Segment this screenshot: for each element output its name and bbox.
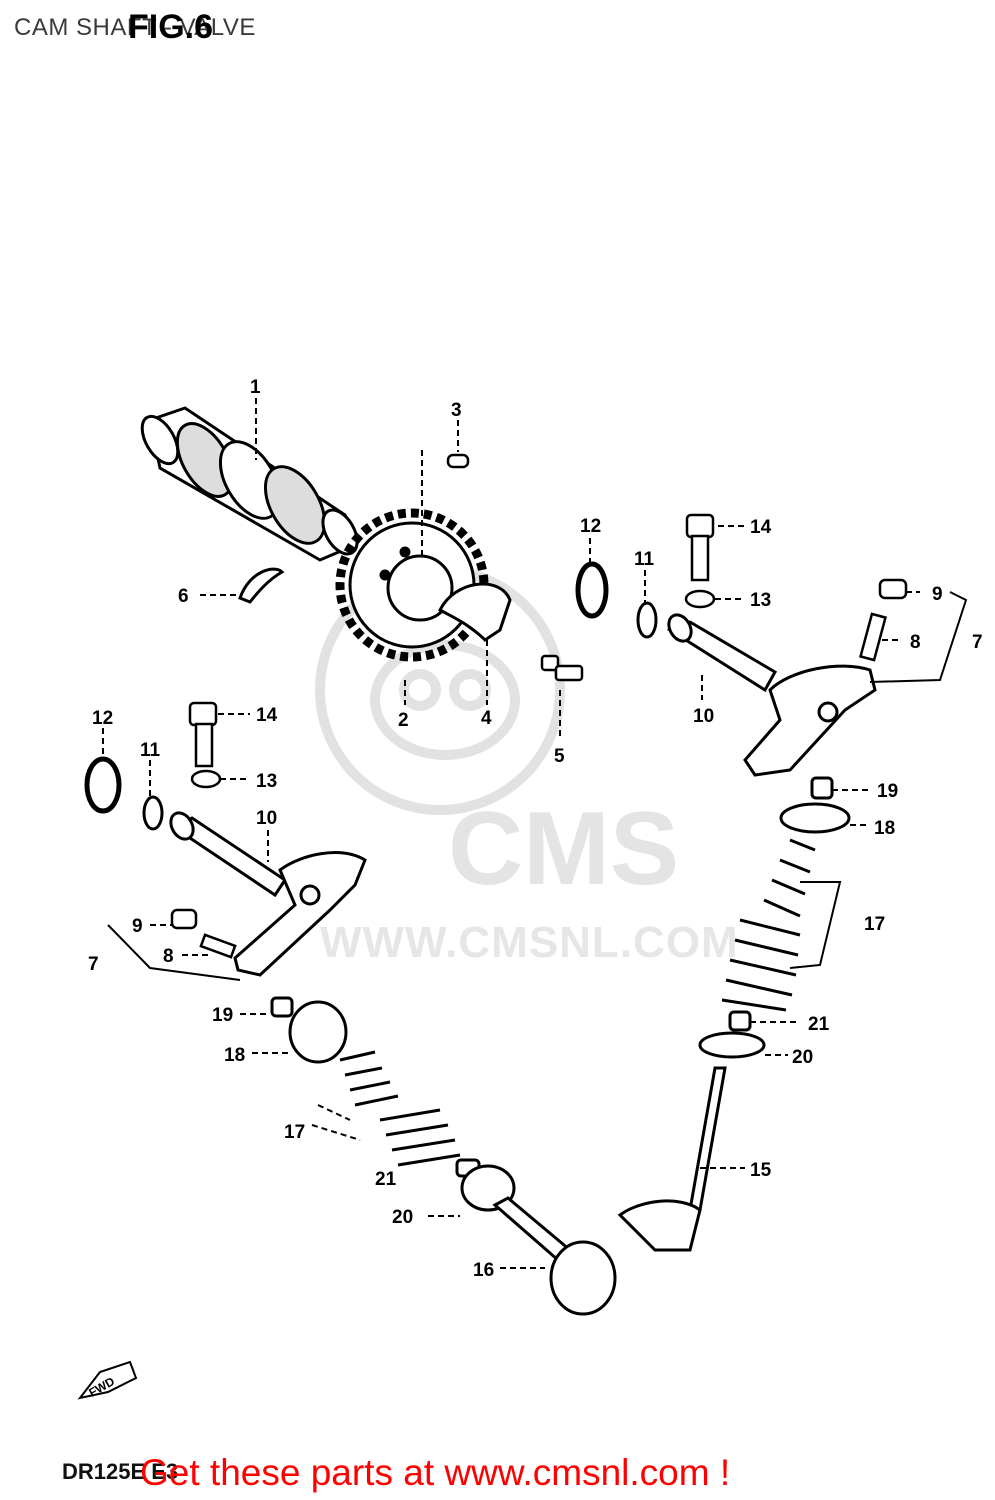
adjuster-right [859,578,908,662]
watermark-logo: CMS [448,791,680,907]
callout-12-left: 12 [92,708,113,729]
shaft-bolt-right [685,513,715,582]
washer-right [684,589,716,609]
camshaft [140,406,359,562]
callout-17-right: 17 [864,914,885,935]
callout-13-left: 13 [256,771,277,792]
callout-14-left: 14 [256,705,278,726]
callout-19-left: 19 [212,1005,233,1026]
oil-seal-right [575,561,609,619]
callout-21-left: 21 [375,1169,397,1190]
callout-15: 15 [750,1160,772,1181]
callout-7-left: 7 [88,954,99,975]
valve-retainer-left [270,996,348,1064]
valve-spring-right [721,838,816,1012]
locking-washer [438,582,512,642]
shaft-bolt-left [188,701,218,768]
callout-6: 6 [178,586,189,607]
callout-19-right: 19 [877,781,898,802]
intake-valve [455,1158,617,1316]
leader-lines [102,398,920,1269]
callout-20-right: 20 [792,1047,813,1068]
washer-left [190,769,222,789]
watermark-url: WWW.CMSNL.COM [320,918,739,967]
figure-label: FIG.6 [128,8,214,46]
callout-8-left: 8 [163,946,174,967]
callout-10-left: 10 [256,808,277,829]
callout-12-right: 12 [580,516,601,537]
callout-9-right: 9 [932,584,943,605]
callout-14-right: 14 [750,517,772,538]
model-code: DR125E E3 [62,1459,179,1484]
valve-spring-left [339,1050,461,1167]
dowel-pin [446,453,470,469]
rocker-arm-left [233,851,367,977]
o-ring-right [636,601,658,639]
callout-3: 3 [451,400,462,421]
callout-9-left: 9 [132,916,143,937]
sprocket-bolt [540,654,584,682]
callout-2: 2 [398,710,409,731]
callout-10-right: 10 [693,706,714,727]
buy-parts-link[interactable]: Get these parts at www.cmsnl.com ! [140,1452,731,1493]
callout-8-right: 8 [910,632,921,653]
oil-seal-left [84,756,122,814]
callout-16: 16 [473,1260,494,1281]
adjuster-left [170,908,237,959]
callout-7-right: 7 [972,632,983,653]
callout-21-right: 21 [808,1014,830,1035]
callout-20-left: 20 [392,1207,413,1228]
o-ring-left [142,795,164,831]
callout-1: 1 [250,377,261,398]
callout-18-left: 18 [224,1045,245,1066]
fwd-arrow-icon [77,1360,138,1400]
callout-5: 5 [554,746,565,767]
rocker-arm-right [743,664,877,777]
callout-13-right: 13 [750,590,771,611]
valve-retainer-right [779,776,851,834]
cam-clip [238,567,285,604]
callout-17-left: 17 [284,1122,305,1143]
callout-11-right: 11 [634,549,655,570]
page-title: CAM SHAFT - VALVE [14,14,256,41]
callout-4: 4 [481,708,492,729]
bracket-lines [107,591,968,981]
cam-sprocket [335,508,489,662]
exhaust-valve [617,1010,766,1252]
callout-11-left: 11 [140,740,161,761]
callout-18-right: 18 [874,818,895,839]
rocker-shaft-right [666,613,778,693]
